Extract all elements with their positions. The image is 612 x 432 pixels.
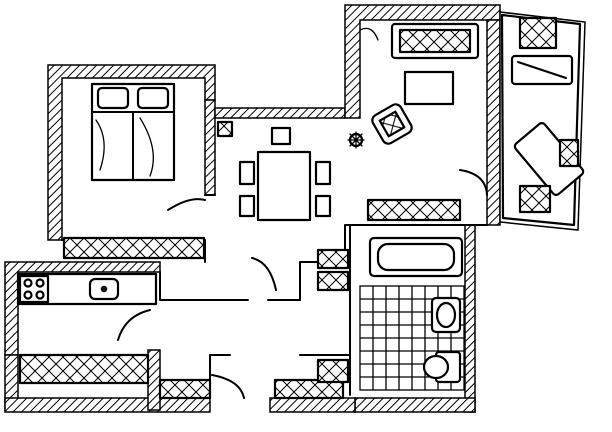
bedroom-window: [62, 236, 206, 260]
double-bed: [90, 82, 176, 182]
hall-window: [273, 378, 345, 400]
chair: [314, 160, 332, 186]
bathtub: [368, 236, 464, 278]
pillow-left: [96, 86, 130, 110]
kitchen-window-2: [158, 378, 212, 400]
dining-table: [256, 150, 312, 222]
toilet: [422, 350, 462, 384]
kitchen-counter: [16, 272, 158, 306]
hall-door-swing: [251, 257, 277, 291]
planter-box: [558, 138, 580, 168]
planter-box: [518, 16, 558, 50]
bedroom-door-swing: [167, 198, 206, 211]
windows: [18, 198, 462, 400]
dining-set: [238, 126, 332, 222]
stove: [18, 274, 50, 304]
balcony: [499, 11, 586, 231]
living-window: [366, 198, 462, 222]
bedside-cabinet: [216, 120, 234, 138]
hall-window-2: [316, 248, 350, 270]
burner: [23, 290, 33, 300]
coffee-table: [403, 70, 455, 106]
chair: [238, 194, 256, 218]
door-swing: [459, 169, 488, 196]
chair: [314, 194, 332, 218]
kitchen-door-swing: [117, 309, 151, 341]
kitchen-window: [18, 353, 150, 385]
plant-corner: [359, 27, 379, 41]
plant-icon: [347, 131, 365, 149]
burner: [23, 278, 33, 288]
sofa: [390, 22, 480, 60]
entrance-door-swing: [211, 374, 245, 399]
chair: [270, 126, 292, 146]
burner: [35, 290, 45, 300]
burner: [35, 278, 45, 288]
washbasin: [430, 296, 462, 334]
pillow-right: [136, 86, 170, 110]
hall-window-4: [316, 358, 350, 384]
planter-box: [518, 184, 552, 214]
chair: [238, 160, 256, 186]
armchair: [371, 103, 413, 145]
hall-window-3: [316, 270, 350, 292]
